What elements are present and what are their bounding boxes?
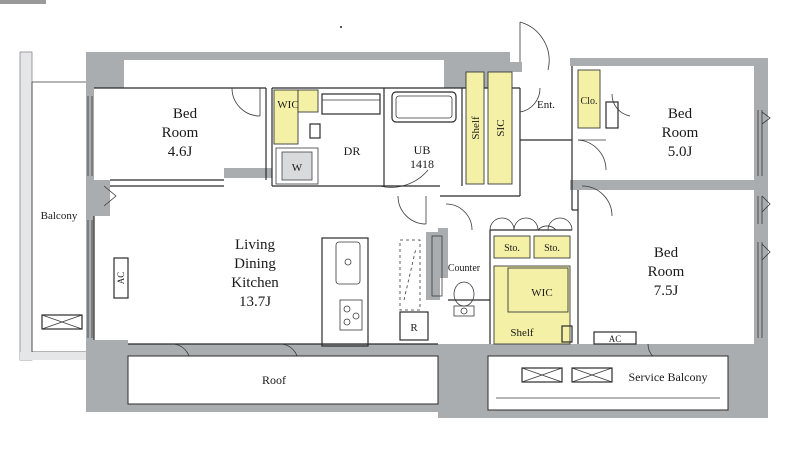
bed3-line1: Bed [654,245,679,261]
outdoor-unit-icon-3 [571,367,613,383]
ldk-line2: Dining [234,256,276,272]
wet-area: WIC DR W UB 1418 [273,89,457,185]
windows [87,96,771,338]
ldk-line1: Living [235,237,275,253]
bed2-line2: Room [662,125,699,141]
outdoor-unit-icon-2 [521,367,563,383]
sto1-label: Sto. [504,243,520,254]
balcony-label: Balcony [41,210,78,222]
bed3-size: 7.5J [654,283,679,299]
service-balcony-area: Service Balcony [487,355,729,411]
toilet-icon [453,281,475,307]
counter-label: Counter [448,263,481,274]
wic2-label: WIC [531,287,552,299]
bed1-size: 4.6J [168,144,193,160]
room-bed-1: Bed Room 4.6J [162,106,199,160]
outdoor-unit-icon [41,314,83,330]
sic-label: SIC [495,119,507,136]
corner-mark [0,0,46,4]
interior-lines [93,66,579,345]
ub-line2: 1418 [410,157,434,171]
service-balcony-label: Service Balcony [629,370,708,384]
bed2-line1: Bed [668,106,693,122]
r-label: R [410,322,418,334]
ac2-label: AC [609,334,622,344]
washer-icon [281,151,313,181]
bed1-line2: Room [162,125,199,141]
clo-label: Clo. [581,96,598,107]
speck [340,26,342,28]
room-bed-2: Clo. Bed Room 5.0J [577,69,699,160]
ldk-size: 13.7J [239,294,271,310]
bed3-line2: Room [648,264,685,280]
storage-area: Sto. Sto. WIC Shelf [493,235,573,345]
dr-label: DR [344,144,361,158]
bed1-line1: Bed [173,106,198,122]
entrance-label: Ent. [537,99,555,111]
sink-icon [335,241,361,285]
wic1-label: WIC [277,99,298,111]
entry-area: Shelf SIC Ent. [465,71,555,185]
bed2-size: 5.0J [668,144,693,160]
sto2-label: Sto. [544,243,560,254]
roof-area: Roof [127,355,439,405]
room-bed-3: Bed Room 7.5J AC [593,245,685,345]
roof-label: Roof [262,373,286,387]
ub-line1: UB [414,143,431,157]
stove-icon [339,299,363,331]
washer-label: W [292,162,303,174]
ac1-label: AC [116,272,126,285]
shelf-label: Shelf [510,327,534,339]
room-ldk: Living Dining Kitchen 13.7J AC R [113,237,429,347]
balcony-left [19,51,92,361]
shelf-vertical-label: Shelf [470,116,482,140]
toilet-area: Counter [431,235,481,317]
ldk-line3: Kitchen [231,275,279,291]
